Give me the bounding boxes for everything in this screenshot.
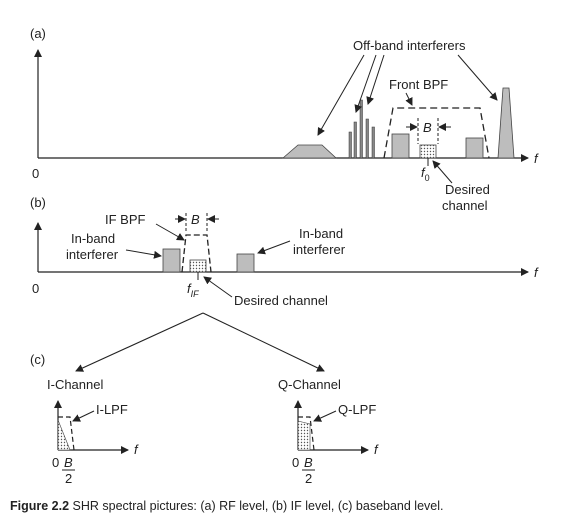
panel-b: (b) 0 f B IF BPF In-band interferer In-b… — [30, 195, 539, 372]
desired-channel-label-b: Desired channel — [234, 293, 328, 308]
panel-b-label: (b) — [30, 195, 46, 210]
panel-b-origin: 0 — [32, 281, 39, 296]
panel-a-origin: 0 — [32, 166, 39, 181]
tall-offband-interferer — [497, 87, 515, 159]
split-arrow-q — [202, 312, 325, 372]
desired-pointer-b — [203, 276, 233, 298]
desired-label-a-line1: Desired — [445, 182, 490, 197]
q-b-label: B — [304, 455, 313, 470]
inband-right-label-line2: interferer — [293, 242, 346, 257]
caption-figure-number: Figure 2.2 — [10, 499, 70, 513]
q-channel-label: Q-Channel — [278, 377, 341, 392]
off-band-pointer-4 — [457, 54, 498, 101]
split-arrow-i — [75, 312, 204, 372]
i-f-label: f — [134, 442, 139, 457]
off-band-pointer-1 — [317, 54, 365, 136]
front-bpf-outline — [383, 107, 490, 159]
inband-block-right — [465, 137, 484, 159]
panel-b-f-label: f — [534, 265, 539, 280]
off-band-pointer-3 — [366, 54, 385, 105]
caption-text: SHR spectral pictures: (a) RF level, (b)… — [69, 499, 444, 513]
i-origin: 0 — [52, 455, 59, 470]
panel-c: (c) I-Channel Q-Channel I-LPF f 0 B 2 Q-… — [30, 352, 379, 486]
q-channel-plot: Q-LPF f 0 B 2 — [292, 400, 379, 486]
i-lpf-label: I-LPF — [96, 402, 128, 417]
desired-label-a-line2: channel — [442, 198, 488, 213]
inband-block-left-b — [162, 248, 181, 273]
q-origin: 0 — [292, 455, 299, 470]
i-channel-label: I-Channel — [47, 377, 103, 392]
fif-label: fIF — [187, 281, 199, 299]
panel-a-label: (a) — [30, 26, 46, 41]
bandwidth-label-a: B — [423, 120, 432, 135]
desired-channel-block-b — [189, 259, 207, 273]
inband-block-right-b — [236, 253, 255, 273]
i-lpf-outline — [58, 416, 75, 451]
panel-a: (a) 0 f B Off-band interferers — [30, 26, 539, 213]
inband-left-label-line1: In-band — [71, 231, 115, 246]
panel-c-label: (c) — [30, 352, 45, 367]
inband-left-label-line2: interferer — [66, 247, 119, 262]
q-f-label: f — [374, 442, 379, 457]
front-bpf-pointer — [405, 92, 413, 106]
inband-left-pointer — [125, 249, 162, 259]
i-lpf-pointer — [72, 410, 95, 422]
front-bpf-label: Front BPF — [389, 77, 448, 92]
q-lpf-label: Q-LPF — [338, 402, 376, 417]
bandwidth-label-b: B — [191, 212, 200, 227]
i-b-label: B — [64, 455, 73, 470]
figure-caption: Figure 2.2 SHR spectral pictures: (a) RF… — [10, 499, 575, 513]
desired-pointer-a — [432, 160, 453, 184]
q-lpf-outline — [298, 416, 315, 451]
i-two-label: 2 — [65, 471, 72, 486]
q-desired-spectrum — [297, 420, 311, 451]
spike-interferers — [348, 99, 375, 159]
inband-block-left — [391, 133, 410, 159]
i-desired-spectrum — [57, 419, 71, 451]
inband-right-label-line1: In-band — [299, 226, 343, 241]
off-band-pointer-2 — [354, 54, 377, 113]
inband-right-pointer — [257, 240, 291, 255]
off-band-interferers-label: Off-band interferers — [353, 38, 466, 53]
if-bpf-outline — [181, 234, 212, 273]
if-bpf-pointer — [155, 223, 185, 241]
if-bpf-label: IF BPF — [105, 212, 146, 227]
i-channel-plot: I-LPF f 0 B 2 — [52, 400, 139, 486]
panel-a-f-label: f — [534, 151, 539, 166]
trapezoid-interferer — [281, 144, 338, 159]
q-lpf-pointer — [313, 410, 337, 422]
desired-channel-block — [419, 144, 437, 159]
q-two-label: 2 — [305, 471, 312, 486]
f0-label: f0 — [421, 165, 430, 183]
